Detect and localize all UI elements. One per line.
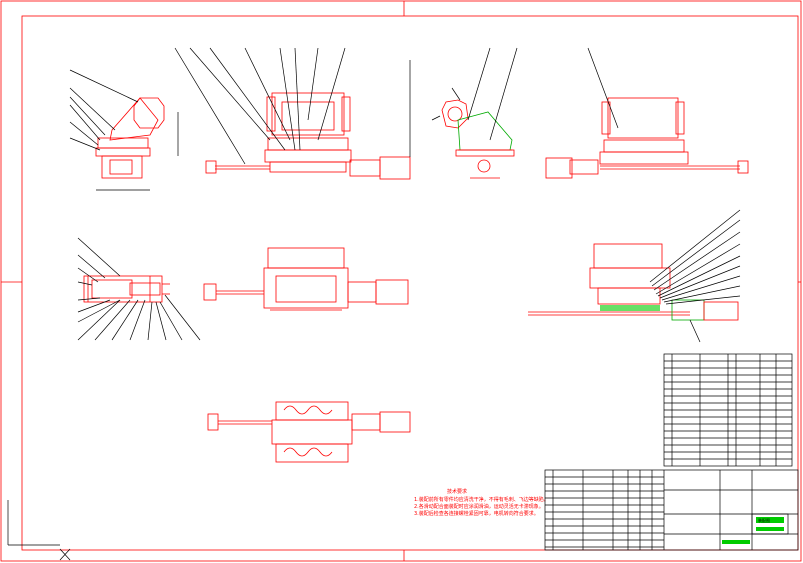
notes-line-3: 3.装配后检查各连接螺栓紧固可靠，电机转向符合要求。 <box>414 510 539 517</box>
parts-list-lower <box>544 469 799 551</box>
view-bottom <box>207 401 411 463</box>
notes-line-1: 1.装配前所有零件均应清洗干净，不得有毛刺、飞边等缺陷。 <box>414 496 549 503</box>
parts-list-upper <box>663 353 793 467</box>
view-rear-motor <box>545 47 749 179</box>
title-block-label: 装配图 <box>758 517 770 523</box>
view-side-octagon <box>69 69 179 191</box>
view-side-green-frame <box>431 47 518 179</box>
view-front-shaft-motor <box>174 47 411 180</box>
notes-line-2: 2.各滑动配合面装配时应涂润滑油，运动灵活无卡滞现象。 <box>414 503 544 510</box>
view-assembly-right <box>528 209 741 343</box>
notes-title: 技术要求 <box>447 488 467 495</box>
view-top-middle <box>203 247 409 311</box>
technical-notes: 技术要求 1.装配前所有零件均应清洗干净，不得有毛刺、飞边等缺陷。 2.各滑动配… <box>414 488 549 517</box>
title-block: 装配图 <box>722 513 789 544</box>
view-section-shaft <box>77 237 201 341</box>
ucs-axis-icon <box>7 500 71 561</box>
